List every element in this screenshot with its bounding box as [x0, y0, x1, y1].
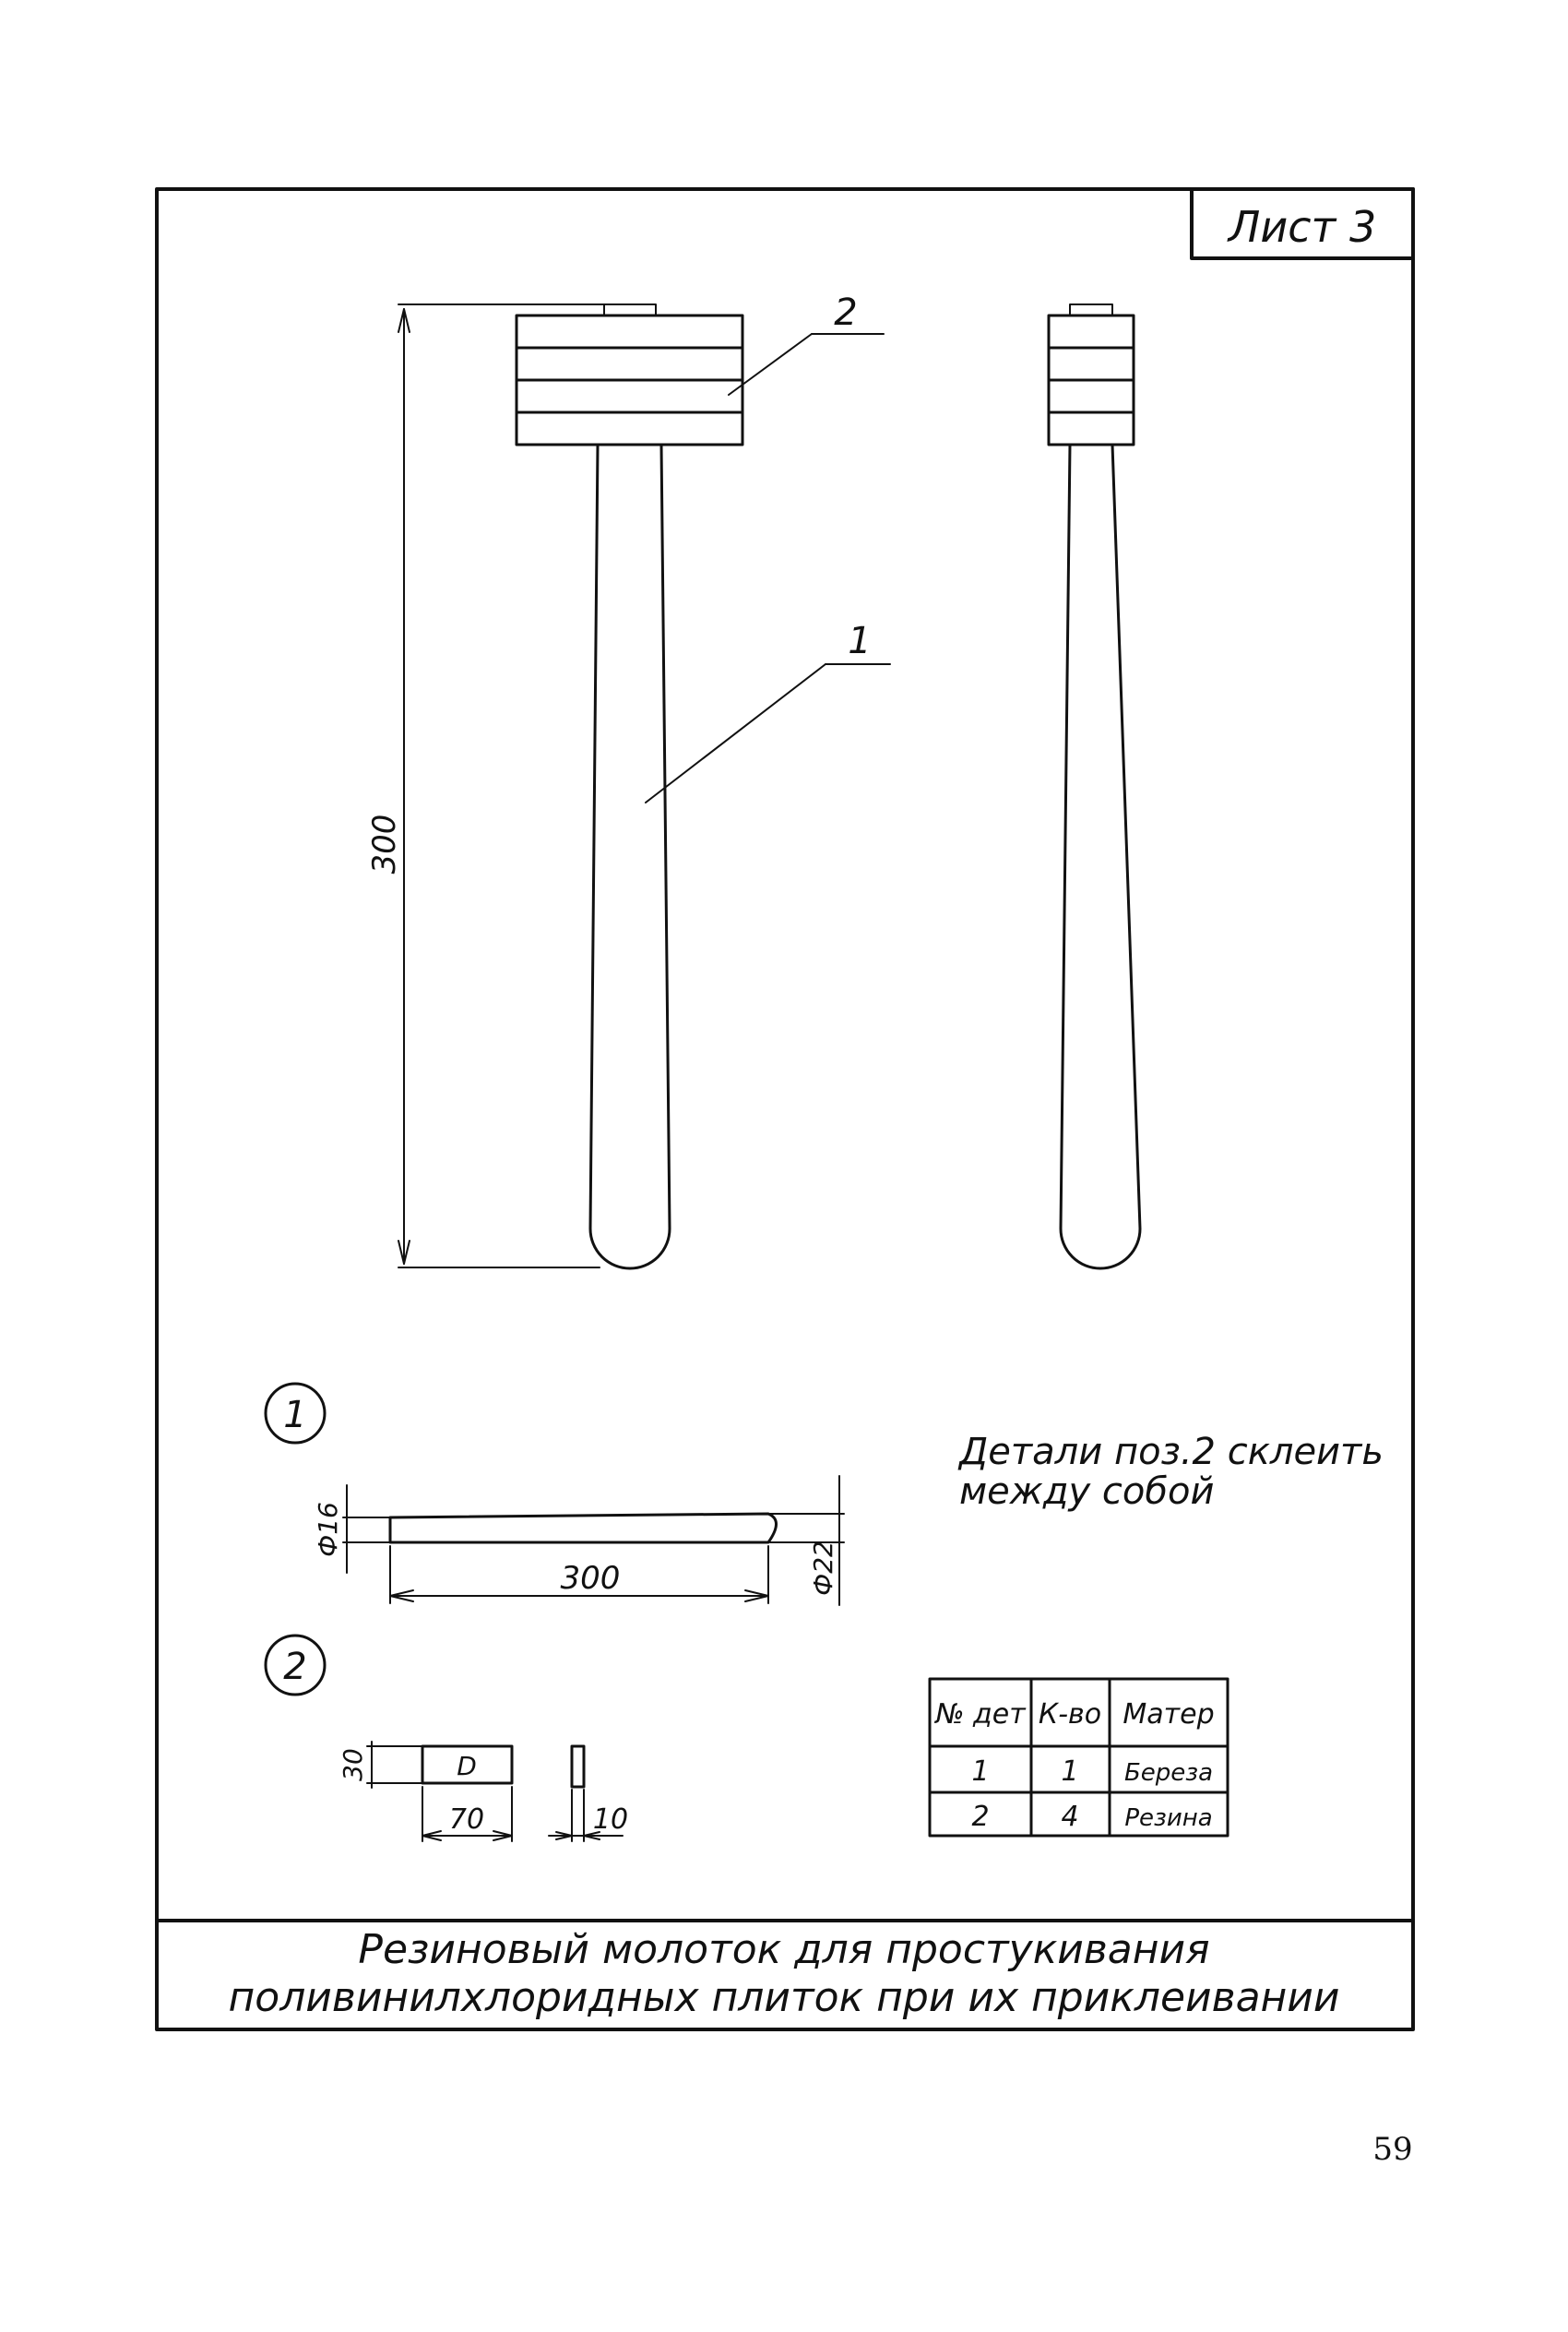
detail-1-marker	[264, 1382, 327, 1445]
detail-1-number: 1	[283, 1394, 306, 1436]
overall-length-dimension: 300	[366, 815, 403, 874]
assembly-note: Детали поз.2 склеить между собой	[957, 1431, 1384, 1513]
table-header-material: Матер	[1123, 1698, 1214, 1731]
note-line-2: между собой	[959, 1470, 1214, 1513]
drawing-frame	[155, 187, 1415, 2031]
detail-1: 1 Ф16 Ф22 300	[264, 1382, 845, 1606]
hammer-side-view	[1047, 303, 1142, 1270]
handle-diameter-large: Ф22	[808, 1541, 838, 1596]
table-cell: Береза	[1124, 1759, 1213, 1787]
hammer-front-view: 300 2 1	[366, 292, 891, 1270]
hammer-handle	[588, 443, 671, 1270]
detail-2-marker	[264, 1634, 327, 1696]
page-number: 59	[1372, 2131, 1413, 2168]
sheet-label-box: Лист 3	[1190, 187, 1415, 260]
table-cell: 1	[971, 1755, 989, 1788]
handle-length-dimension: 300	[561, 1560, 621, 1597]
table-cell: 4	[1061, 1801, 1078, 1833]
callout-part-1: 1	[848, 620, 871, 662]
callout-part-2: 2	[834, 292, 857, 334]
pad-thickness-dimension: 10	[593, 1803, 628, 1836]
detail-2: 2 D 30 70 10	[264, 1634, 628, 1842]
title-line-2: поливинилхлоридных плиток при их приклеи…	[229, 1974, 1340, 2021]
table-cell: 2	[971, 1801, 989, 1833]
pad-height-dimension: 30	[338, 1748, 368, 1781]
note-line-1: Детали поз.2 склеить	[957, 1431, 1384, 1473]
detail-2-number: 2	[283, 1646, 306, 1688]
title-block: Резиновый молоток для простукивания поли…	[229, 1926, 1340, 2021]
pad-diameter-dimension: 70	[449, 1803, 484, 1836]
table-header-part-no: № дет	[933, 1698, 1027, 1731]
handle-diameter-small: Ф16	[313, 1502, 343, 1557]
table-header-quantity: К-во	[1039, 1698, 1101, 1731]
sheet-label: Лист 3	[1227, 202, 1376, 252]
title-line-1: Резиновый молоток для простукивания	[358, 1926, 1209, 1973]
parts-table: № дет К-во Матер 1 1 Береза 2 4 Резина	[928, 1677, 1229, 1838]
table-cell: Резина	[1124, 1804, 1212, 1832]
pad-diameter-symbol: D	[457, 1751, 477, 1781]
table-cell: 1	[1061, 1755, 1078, 1788]
